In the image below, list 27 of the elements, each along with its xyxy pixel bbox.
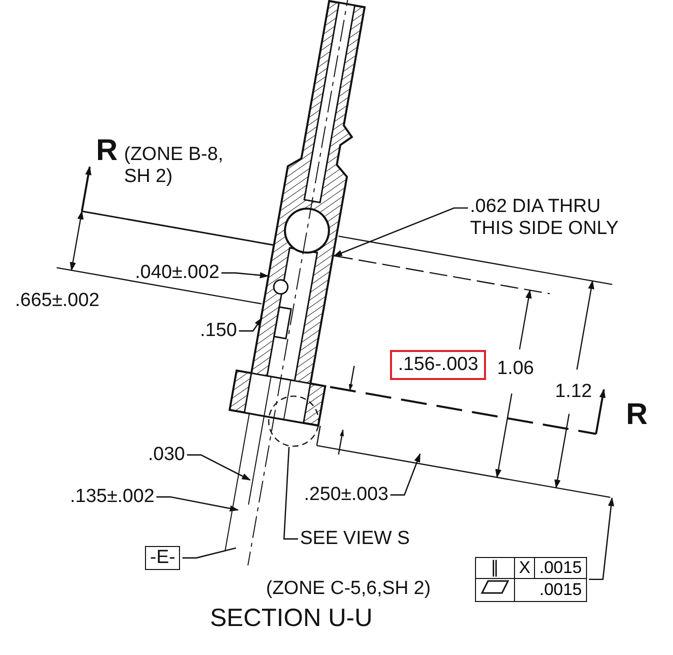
zone-note: (ZONE C-5,6,SH 2) [266,578,431,600]
dimension-text: .135±.002 [70,486,154,508]
section-caption: SECTION U-U [210,604,372,633]
leader-line [238,317,263,332]
leader-line [333,207,468,257]
datum-label: -E- [145,546,180,570]
section-letter: R [96,134,118,168]
leader-line [588,497,614,580]
dimension-text: .250±.003 [304,484,388,506]
leader-line [186,454,251,481]
note-text: SEE VIEW S [300,528,410,550]
dimension-text: .030 [148,444,185,466]
leader-line [156,496,239,512]
leader-line [221,272,269,278]
dimension-text: .156-.003 [390,350,486,380]
leader-line [182,547,236,559]
dimension-text: .150 [200,320,237,342]
note-text: .062 DIA THRU THIS SIDE ONLY [470,196,645,240]
section-letter: R [626,398,648,432]
zone-note: (ZONE B-8, SH 2) [124,144,224,188]
leader-line [390,453,421,496]
feature-control-frame: ∥ X .0015 .0015 [475,557,587,602]
dimension-text: .665±.002 [15,290,100,312]
dimension-text: 1.12 [555,381,592,403]
leader-line [283,446,298,540]
dimension-text: 1.06 [497,358,534,380]
dimension-text: .040±.002 [135,262,220,284]
